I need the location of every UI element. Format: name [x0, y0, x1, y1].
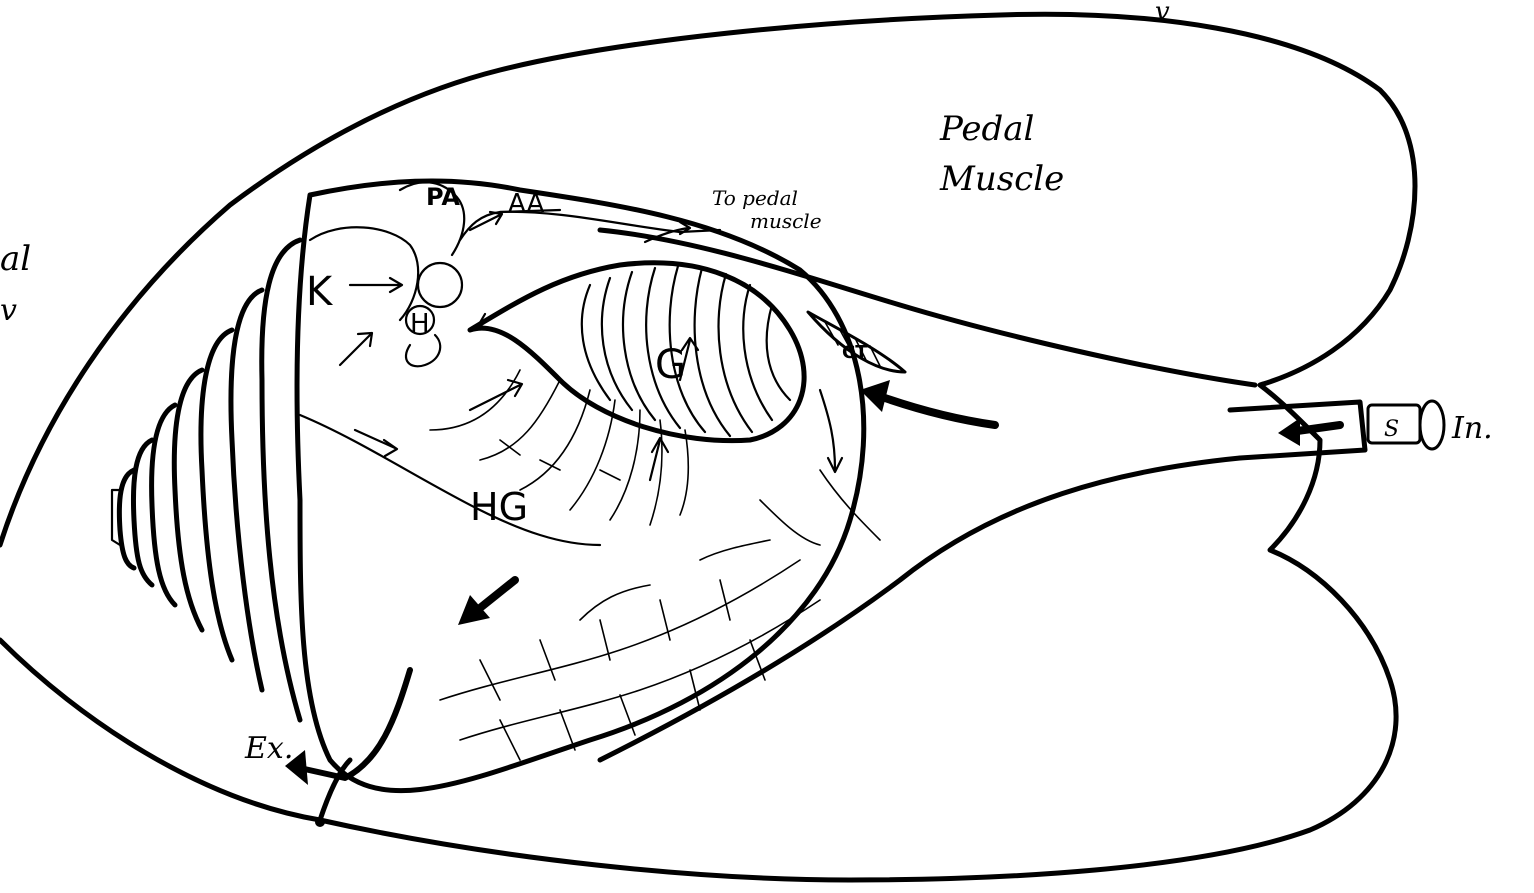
ct-label: CT	[842, 342, 868, 363]
cut-label-left-line2: v	[0, 293, 17, 328]
h-label: H	[410, 309, 430, 339]
exhalent-label: Ex.	[244, 731, 293, 766]
cut-label-top-right: v	[1155, 0, 1170, 27]
siphon: S	[1230, 401, 1444, 458]
siphon-funnel-lower	[600, 458, 1240, 760]
inlet-label: In.	[1451, 411, 1493, 446]
aa-label: AA	[508, 189, 545, 219]
gill	[470, 263, 804, 441]
pedal-muscle-label-line2: Muscle	[939, 159, 1064, 199]
mantle-anchor-dot	[315, 817, 325, 827]
to-pedal-label-line1: To pedal	[712, 186, 798, 210]
flow-arrows-main	[285, 380, 1340, 785]
shell-whorls	[112, 240, 300, 720]
pedal-muscle-label-line1: Pedal	[939, 109, 1034, 149]
inlet-arrow-head	[1278, 418, 1300, 446]
siphon-label-s: S	[1384, 417, 1399, 442]
cut-label-left-line1: al	[0, 239, 31, 279]
hg-label: HG	[470, 485, 528, 529]
to-pedal-label-line2: muscle	[750, 209, 822, 233]
pa-label: PA	[426, 183, 460, 211]
k-label: K	[306, 269, 334, 315]
outer-body-outline	[0, 14, 1415, 880]
g-label: G	[655, 342, 686, 388]
